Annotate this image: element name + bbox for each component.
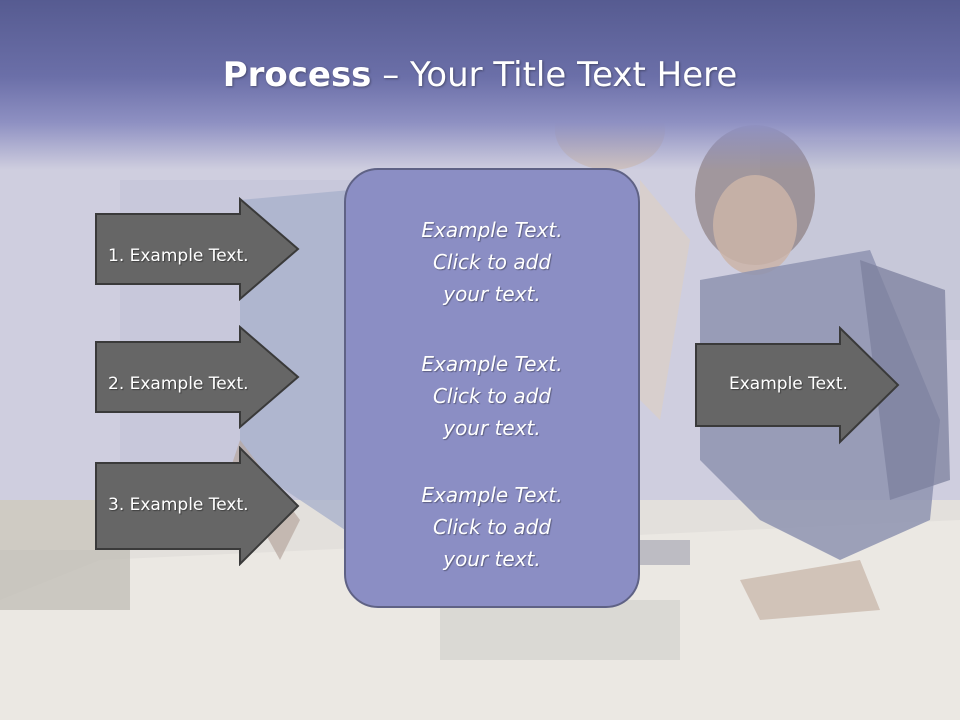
input-arrow-1-label: 1. Example Text. — [108, 246, 249, 266]
title-bold-word: Process — [222, 55, 372, 95]
header-band — [0, 0, 960, 170]
center-paragraph-1-line-3: your text. — [443, 282, 541, 306]
center-paragraph-3-line-2: Click to add — [432, 515, 552, 539]
center-paragraph-2-line-1: Example Text. — [421, 352, 563, 376]
center-paragraph-3: Example Text. Click to add your text. — [346, 479, 638, 575]
output-arrow[interactable] — [694, 326, 900, 446]
center-paragraph-3-line-3: your text. — [443, 547, 541, 571]
output-arrow-label: Example Text. — [729, 374, 848, 394]
input-arrow-3[interactable] — [94, 446, 300, 566]
input-arrow-3-label: 3. Example Text. — [108, 495, 249, 515]
center-paragraph-2-line-3: your text. — [443, 416, 541, 440]
input-arrow-2-label: 2. Example Text. — [108, 374, 249, 394]
center-paragraph-1-line-1: Example Text. — [421, 218, 563, 242]
center-paragraph-2: Example Text. Click to add your text. — [346, 348, 638, 444]
center-process-box[interactable]: Example Text. Click to add your text. Ex… — [344, 168, 640, 608]
input-arrow-1[interactable] — [94, 197, 300, 301]
title-rest: – Your Title Text Here — [371, 55, 738, 95]
center-paragraph-2-line-2: Click to add — [432, 384, 552, 408]
center-paragraph-1: Example Text. Click to add your text. — [346, 214, 638, 310]
slide-title[interactable]: Process – Your Title Text Here — [0, 52, 960, 98]
center-paragraph-1-line-2: Click to add — [432, 250, 552, 274]
center-paragraph-3-line-1: Example Text. — [421, 483, 563, 507]
input-arrow-2[interactable] — [94, 325, 300, 429]
